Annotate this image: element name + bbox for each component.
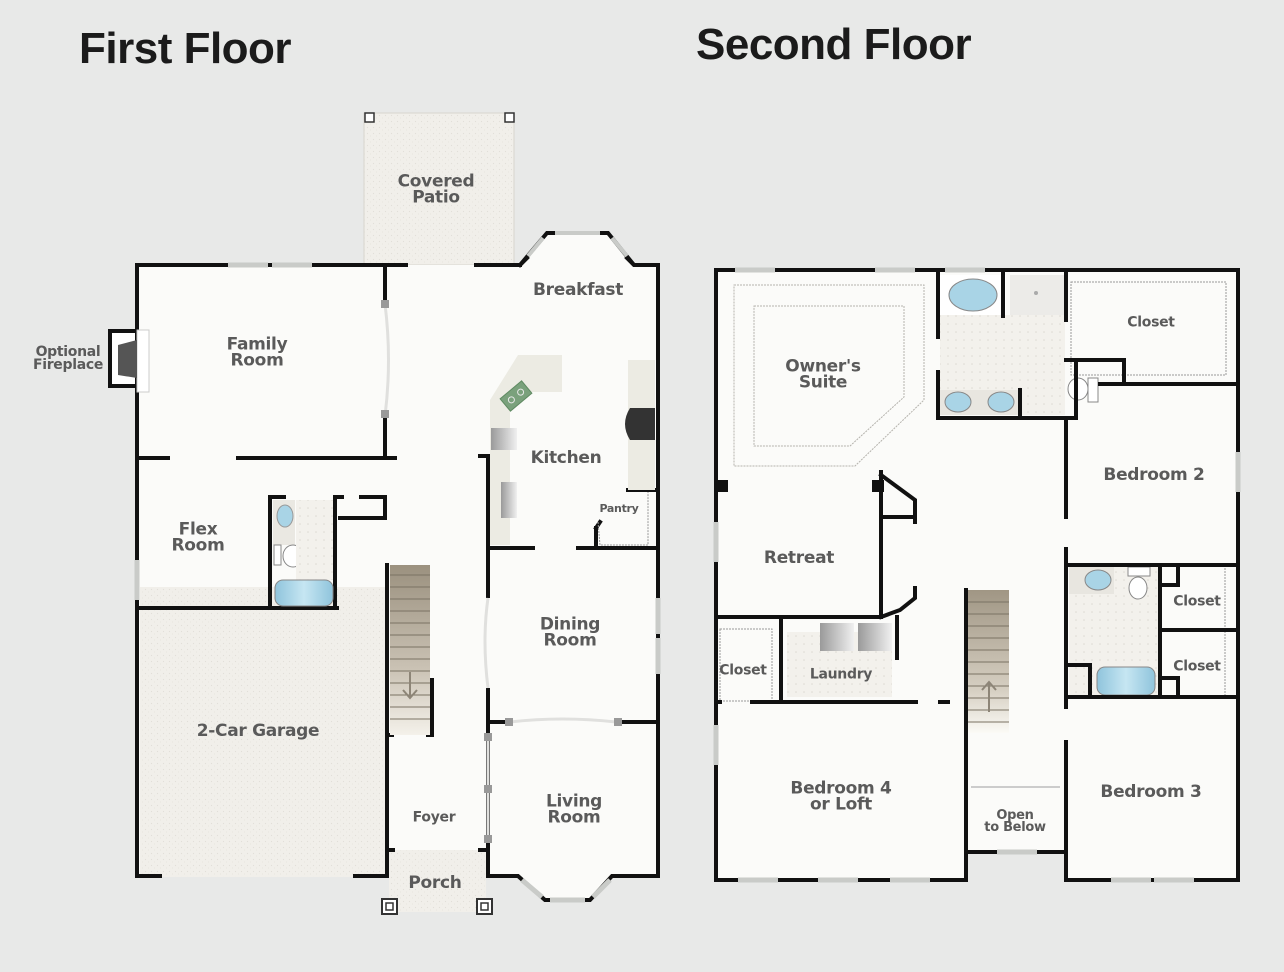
room-label-closet-right-upper: Closet [1173, 593, 1221, 610]
room-label-owners-suite: Owner's Suite [785, 356, 861, 392]
room-label-laundry: Laundry [809, 666, 873, 683]
first-floor-title: First Floor [79, 24, 292, 73]
room-label-bedroom-4: Bedroom 4 or Loft [790, 778, 892, 814]
room-label-porch: Porch [408, 873, 462, 894]
room-label-covered-patio: Covered Patio [397, 171, 475, 207]
room-label-kitchen: Kitchen [530, 448, 602, 469]
label-optional-fireplace: Optional Fireplace [32, 344, 104, 373]
room-label-retreat: Retreat [763, 548, 835, 569]
room-label-garage: 2-Car Garage [196, 721, 320, 742]
room-label-owners-closet: Closet [1127, 314, 1175, 331]
room-label-foyer: Foyer [412, 809, 456, 826]
room-label-pantry: Pantry [599, 501, 639, 515]
room-label-closet-left: Closet [719, 662, 767, 679]
room-label-dining-room: Dining Room [539, 614, 601, 650]
second-floor-plan [713, 267, 1241, 883]
room-label-flex-room: Flex Room [171, 519, 225, 555]
room-label-breakfast: Breakfast [532, 280, 624, 301]
second-floor-title: Second Floor [696, 20, 972, 69]
first-floor-plan [108, 112, 661, 915]
room-label-bedroom-3: Bedroom 3 [1100, 782, 1202, 803]
room-label-living-room: Living Room [545, 791, 603, 827]
label-open-to-below: Open to Below [984, 808, 1046, 835]
room-label-closet-right-lower: Closet [1173, 658, 1221, 675]
room-label-bedroom-2: Bedroom 2 [1103, 465, 1205, 486]
room-label-family-room: Family Room [226, 334, 288, 370]
